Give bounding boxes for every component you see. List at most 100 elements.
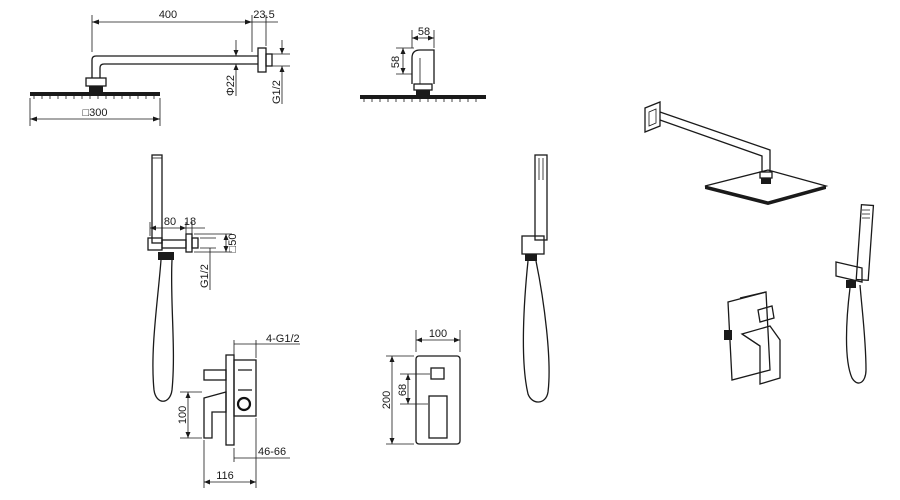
iso-nut [761,178,771,184]
dim-arm-length: 400 [159,9,177,21]
front-hose-connector [525,254,537,261]
front-handle-spray [538,158,544,180]
diverter-knob [203,369,227,381]
dim-arrows-phi22 [233,50,239,70]
hand-shower-front-view [521,154,550,403]
dim-line-46-66 [233,448,290,462]
dim-arrows-58-h [400,48,406,74]
dim-valve-range: 46-66 [258,446,286,458]
valve-isometric-view [724,291,781,385]
iso-arm-bottom [659,119,763,172]
hand-shower-handle [151,154,163,244]
dim-arrows-116 [204,479,256,485]
elbow-nut [416,90,430,95]
dim-line-23-5 [252,15,278,46]
iso-wall-flange [644,101,661,133]
dim-holder-size: □50 [227,234,239,253]
dim-valve-depth: 116 [216,470,234,482]
joint-nut [89,86,103,92]
dim-arrows-50 [223,234,229,252]
iso-head-top [704,169,829,203]
dim-plate-knob-offset: 68 [397,384,409,396]
hand-shower-side-view: 80 18 □50 G1/2 [147,154,239,402]
front-hose [522,260,550,403]
iso-handle-grip [862,209,870,219]
iso-diverter-knob [757,305,775,323]
dim-line-116 [203,418,257,488]
head-plate-front [360,95,486,99]
iso-head-edge [705,186,826,205]
dim-line-g12-holder [200,237,216,290]
front-handle [534,154,548,241]
dim-line-400 [91,15,253,52]
dim-arrows-g12-arm [279,48,285,72]
dim-line-valve-100 [180,391,202,439]
dim-line-plate-100 [415,330,461,352]
thread-stub [265,53,273,67]
wall-flange [257,47,267,73]
dim-line-80-18 [149,222,205,236]
front-holder [521,235,545,255]
valve-cartridge [236,396,252,412]
dim-arrows-58-w [412,35,434,41]
nozzles-front [363,99,477,102]
iso-joint [759,171,773,179]
holder-flange [185,233,193,253]
dim-holder-offset: 18 [184,216,196,228]
shower-hose [152,259,175,402]
holder-arm [161,239,187,249]
iso-valve-plate [727,291,771,381]
iso-lever-edge [741,333,761,347]
dim-valve-threads: 4-G1/2 [266,333,300,345]
dim-head-size: □300 [83,107,108,119]
valve-body-ribs [238,369,252,391]
dim-elbow-height: 58 [390,56,402,68]
valve-side-view: 4-G1/2 100 116 46-66 [177,333,300,488]
plate-mixer-lever [428,395,448,439]
dim-plate-width: 100 [429,328,447,340]
shower-arm-isometric-view [644,101,829,205]
dim-elbow-width: 58 [418,26,430,38]
mixer-handle [203,391,227,439]
iso-flange-inner [648,108,657,127]
shower-head-plate [30,92,160,96]
iso-holder [835,261,863,283]
dim-line-g12-arm [272,40,290,104]
iso-valve-side [724,330,732,340]
dim-line-phi22 [226,40,246,96]
holder-cradle [147,237,163,251]
nozzles [33,96,155,99]
elbow-body [411,49,435,84]
shower-arm-side-view: 400 23.5 Φ22 G1/2 □300 [29,9,290,126]
dim-line-300 [29,98,161,126]
iso-hose [845,284,867,384]
elbow-joint [413,83,433,91]
ball-joint [85,77,107,87]
dim-arm-diameter: Φ22 [225,75,237,96]
iso-hand-handle [855,203,875,282]
iso-plate-top [739,291,767,299]
dim-holder-depth: 80 [164,216,176,228]
dim-valve-height: 100 [177,406,189,424]
arm-top-edge [91,55,258,78]
dim-arm-offset: 23.5 [253,9,274,21]
dim-arrows-plate-68 [405,374,411,404]
dim-line-plate-200 [386,355,414,445]
iso-hose-connector [846,280,856,288]
arm-bottom-edge [99,63,258,78]
dim-arm-thread: G1/2 [271,80,283,104]
hose-connector [158,252,174,260]
valve-cover-plate [225,354,235,446]
valve-body [233,359,257,417]
iso-arm-top [659,111,771,172]
dim-plate-height: 200 [381,391,393,409]
plate-diverter-knob [430,367,445,380]
hand-shower-isometric-view [835,203,875,384]
valve-plate-front-view: 100 200 68 [381,328,461,445]
shower-head-front-view: 58 58 [360,26,486,102]
dim-holder-thread: G1/2 [199,264,211,288]
dim-line-4g12 [233,340,300,358]
holder-stub [191,237,199,249]
